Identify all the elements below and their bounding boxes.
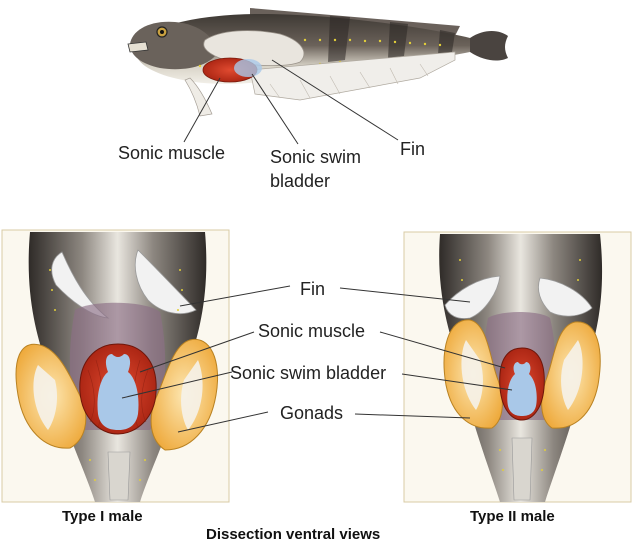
type2-right-fin [538,277,593,317]
label-top-sonic-muscle: Sonic muscle [118,143,226,163]
top-leader-lines [183,59,399,145]
type2-swim-bladder [507,362,537,416]
fish-mouth [127,41,149,53]
caption-type1-male: Type I male [62,508,143,525]
type2-ventral-illustration [439,234,603,502]
label-mid-sonic-swim-bladder: Sonic swim bladder [230,363,387,383]
label-mid-fin: Fin [300,279,326,299]
fish-lateral-illustration [127,8,508,117]
caption-dissection-ventral-views: Dissection ventral views [206,526,381,543]
anal-fin [249,51,456,101]
label-top-sonic-swim-bladder-line1: Sonic swim [270,147,362,167]
body-stripes [328,16,455,62]
pelvic-fin [184,77,213,117]
label-top-fin: Fin [400,139,426,159]
label-mid-sonic-muscle: Sonic muscle [258,321,366,341]
fish-head [130,21,218,70]
type1-ventral-illustration [15,232,219,502]
middle-leader-lines [121,285,513,433]
type1-right-fin [134,249,197,314]
tail-fin [470,31,508,61]
type2-left-fin [444,275,501,319]
label-mid-gonads: Gonads [280,403,344,423]
type1-swim-bladder [97,354,139,430]
type1-tail [107,451,131,501]
top-swim-bladder [234,59,262,77]
pectoral-fin [203,30,305,67]
label-top-sonic-swim-bladder-line2: bladder [270,171,331,191]
type2-tail [511,437,533,501]
caption-type2-male: Type II male [470,508,555,525]
